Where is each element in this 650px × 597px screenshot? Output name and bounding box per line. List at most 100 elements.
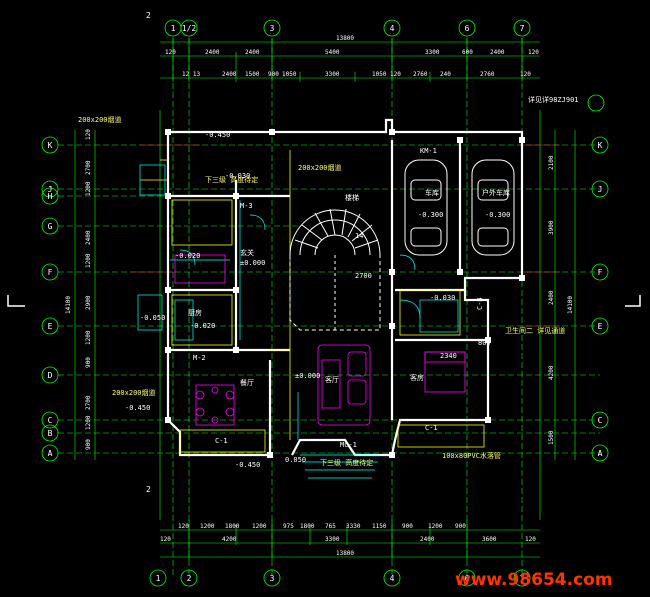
- dimension-lines: [74, 41, 576, 558]
- left-dim: 1200: [85, 330, 92, 345]
- room-dining: 餐厅: [240, 378, 254, 387]
- grid-left-label: H: [48, 192, 53, 201]
- grid-left-label: A: [48, 449, 53, 458]
- watermark: www.98654.com: [455, 570, 613, 590]
- section-mark-top: 2: [146, 11, 151, 20]
- grid-left-label: D: [48, 371, 53, 380]
- note-flue: 200x200烟道: [112, 388, 156, 397]
- grid-top-label: 1: [171, 24, 176, 33]
- right-dim: 3900: [548, 220, 555, 235]
- top-dim: 1500: [245, 71, 260, 78]
- grid-right-label: E: [598, 322, 603, 331]
- level-mark: -0.450: [235, 461, 260, 469]
- left-dim: 120: [85, 129, 92, 140]
- grid-top-label: 1/2: [182, 24, 197, 33]
- left-total-dim: 14100: [65, 296, 72, 314]
- bottom-dim: 765: [325, 523, 336, 530]
- note-stair-count: 14: [355, 232, 363, 240]
- right-dim: 4200: [548, 365, 555, 380]
- top-dim: 120: [165, 49, 176, 56]
- bottom-dim: 1200: [428, 523, 443, 530]
- top-dim: 2400: [222, 71, 237, 78]
- door-mc1: MC-1: [340, 441, 357, 449]
- dim-ticks: [172, 38, 523, 560]
- room-entry: 玄关: [240, 248, 254, 257]
- axis-red: [130, 144, 560, 327]
- room-kitchen: 厨房: [188, 308, 202, 317]
- grid-top-label: 6: [465, 24, 470, 33]
- section-mark-bottom: 2: [146, 485, 151, 494]
- bottom-dim: 1800: [225, 523, 240, 530]
- grid-right-label: A: [598, 449, 603, 458]
- left-dim: 1200: [85, 415, 92, 430]
- grid-left-label: G: [48, 222, 53, 231]
- bottom-total-dim: 13800: [336, 550, 354, 557]
- top-dim: 1050: [282, 71, 297, 78]
- room-garage2: 户外车库: [482, 188, 510, 197]
- bottom-dim: 120: [160, 536, 171, 543]
- note-dim: 2340: [440, 352, 457, 360]
- bottom-dim: 1800: [300, 523, 315, 530]
- grid-bottom-label: 3: [270, 574, 275, 583]
- top-dim: 5400: [325, 49, 340, 56]
- top-dim: 2400: [490, 49, 505, 56]
- note-dim: 800: [478, 339, 491, 347]
- top-dim: 120: [528, 49, 539, 56]
- top-dim: 120: [390, 71, 401, 78]
- bottom-dim: 120: [178, 523, 189, 530]
- furniture: [174, 254, 466, 426]
- bottom-dim: 1200: [252, 523, 267, 530]
- section-marks: [7, 295, 641, 307]
- grid-bottom-label: 1: [156, 574, 161, 583]
- grid-top-label: 7: [520, 24, 525, 33]
- level-mark: -0.300: [418, 211, 443, 219]
- grid-left-label: F: [48, 268, 53, 277]
- bottom-dim: 2400: [420, 536, 435, 543]
- wall-columns: [165, 129, 525, 458]
- note-dim: 2700: [355, 272, 372, 280]
- top-dim: 2760: [413, 71, 428, 78]
- inner-walls: [140, 150, 485, 453]
- grid-right-label: F: [598, 268, 603, 277]
- grid-bottom-label: 2: [187, 574, 192, 583]
- left-dim: 1200: [85, 253, 92, 268]
- grid-lines: [58, 38, 600, 575]
- window-c4: C-4: [476, 297, 484, 310]
- detail-lines: [137, 164, 459, 479]
- level-mark: -0.030: [430, 294, 455, 302]
- grid-bottom-label: 4: [390, 574, 395, 583]
- level-mark: ±0.000: [240, 259, 265, 267]
- bottom-dim: 3600: [482, 536, 497, 543]
- note-flue: 200x200烟道: [78, 115, 122, 124]
- bottom-dim: 900: [455, 523, 466, 530]
- top-dim: 600: [462, 49, 473, 56]
- bottom-dim: 1200: [200, 523, 215, 530]
- top-dim: 240: [440, 71, 451, 78]
- level-mark: -0.300: [485, 211, 510, 219]
- top-dim: 2400: [205, 49, 220, 56]
- bottom-dim: 1150: [372, 523, 387, 530]
- top-dim: 3300: [325, 71, 340, 78]
- grid-bottom-label: 6: [465, 574, 470, 583]
- bottom-dim: 3300: [325, 536, 340, 543]
- right-dim: 2100: [548, 155, 555, 170]
- grid-left-label: J: [48, 185, 53, 194]
- note-downpipe: 100x80PVC水落管: [442, 451, 501, 460]
- level-mark: -0.450: [125, 404, 150, 412]
- top-dim: 12 13: [182, 71, 200, 78]
- room-bedroom: 客房: [410, 373, 424, 382]
- top-dim: 120: [520, 71, 531, 78]
- level-mark: -0.450: [205, 131, 230, 139]
- grid-right-label: J: [598, 185, 603, 194]
- spiral-stair: [289, 208, 381, 331]
- door-km1: KM-1: [420, 147, 437, 155]
- room-stair: 楼梯: [345, 193, 359, 202]
- grid-left-label: K: [48, 141, 53, 150]
- top-total-dim: 13800: [336, 35, 354, 42]
- top-dim: 3300: [425, 49, 440, 56]
- window-c1: C-1: [215, 437, 228, 445]
- top-dim: 2400: [245, 49, 260, 56]
- bottom-dim: 4200: [222, 536, 237, 543]
- grid-right-label: C: [598, 416, 603, 425]
